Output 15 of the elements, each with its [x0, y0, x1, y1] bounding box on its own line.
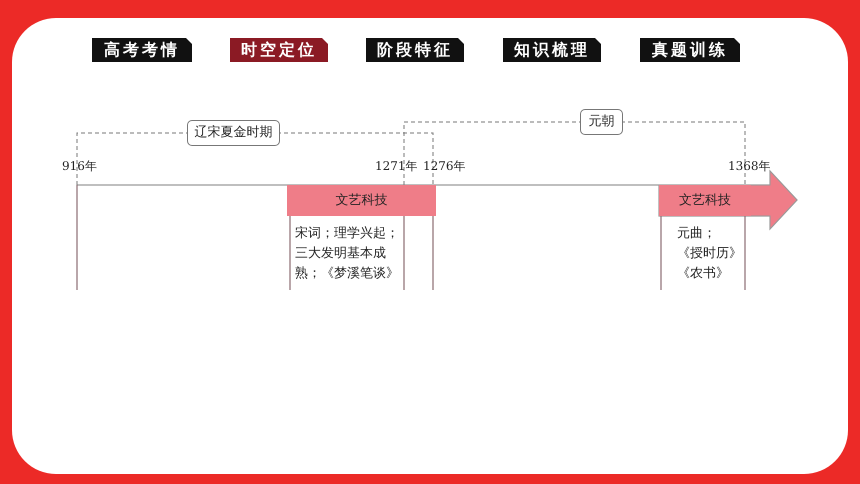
- period-box: 辽宋夏金时期: [187, 120, 280, 146]
- nav-tab: 知识梳理: [503, 38, 601, 62]
- note-text: 元曲；《授时历》《农书》: [677, 225, 743, 283]
- nav-tab: 阶段特征: [366, 38, 464, 62]
- year-label: 1276年: [423, 158, 466, 175]
- category-bar: 文艺科技: [287, 185, 436, 216]
- year-label: 1271年: [375, 158, 418, 175]
- category-bar: 文艺科技: [659, 185, 751, 216]
- nav-tab: 真题训练: [640, 38, 740, 62]
- year-label: 1368年: [728, 158, 771, 175]
- nav-tab: 时空定位: [230, 38, 328, 62]
- nav-tab: 高考考情: [92, 38, 192, 62]
- period-box: 元朝: [580, 109, 623, 135]
- note-text: 宋词；理学兴起；三大发明基本成熟；《梦溪笔谈》: [295, 225, 400, 283]
- year-label: 916年: [62, 158, 97, 175]
